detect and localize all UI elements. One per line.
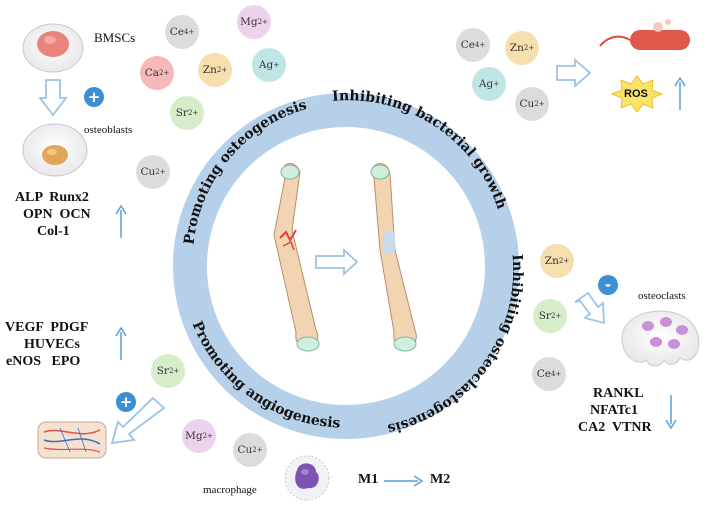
m1-label: M1 [358,472,379,487]
angiogenesis-marker-2: HUVECs [24,337,81,352]
ion-ag-top: Ag+ [252,48,286,82]
antibacterial-arrow [556,58,592,88]
ion-charge: 2+ [523,44,535,52]
ion-charge: 2+ [216,66,228,74]
bmscs-label: BMSCs [94,30,136,45]
ion-symbol: Sr [538,310,551,322]
ion-symbol: Mg [240,16,258,28]
ion-charge: + [273,61,280,69]
ion-charge: 4+ [550,370,562,378]
ion-ag-bact: Ag+ [472,67,506,101]
ion-symbol: Cu [519,98,535,110]
osteoclast-marker-2: NFATc1 [590,403,638,418]
ion-symbol: Cu [140,166,156,178]
ion-symbol: Zn [544,255,559,267]
ion-symbol: Ca [144,67,159,79]
ion-charge: 2+ [257,18,268,26]
ion-symbol: Ag [258,59,274,71]
ion-symbol: Mg [185,430,203,442]
ion-charge: 2+ [158,69,170,77]
angiogenesis-marker-1: VEGF PDGF [5,320,89,335]
ion-symbol: Zn [509,42,524,54]
osteoclast-arrow [574,291,605,325]
osteoclast-marker-3: CA2 VTNR [578,420,652,435]
osteogenesis-marker-3: Col-1 [37,224,70,239]
angiogenesis-arrow [110,396,166,445]
m1-m2-arrow [384,475,424,487]
blood-vessel [37,421,107,459]
ros-burst [610,75,664,113]
osteoblasts-label: osteoblasts [84,124,133,136]
central-ring [173,93,519,439]
ion-charge: 2+ [252,446,263,454]
ion-symbol: Sr [156,365,169,377]
ion-charge: 2+ [550,312,562,320]
bmsc-cell [22,23,84,73]
ion-symbol: Zn [202,64,217,76]
m2-label: M2 [430,472,451,487]
macrophage-label: macrophage [203,484,257,496]
ion-symbol: Cu [237,444,253,456]
healed-bone [370,163,417,352]
ion-charge: 4+ [183,28,195,36]
macrophage-cell [284,455,330,501]
ion-charge: 2+ [155,168,166,176]
osteoclast-marker-1: RANKL [593,386,644,401]
ion-charge: 2+ [534,100,545,108]
osteogenesis-up-arrow [115,204,127,238]
differentiation-arrow [38,79,68,117]
plus-sign-osteogenesis: + [84,87,104,107]
ion-charge: 2+ [202,432,213,440]
ion-symbol: Ce [169,26,184,38]
fractured-bone [273,163,320,352]
ion-charge: 2+ [558,257,570,265]
ion-symbol: Ce [536,368,551,380]
minus-sign-osteoclast: - [598,275,618,295]
osteoblast-cell [22,123,88,177]
osteogenesis-marker-1: ALP Runx2 [15,190,89,205]
angiogenesis-marker-3: eNOS EPO [6,354,81,369]
osteoclast-cell [621,310,700,367]
osteoclasts-label: osteoclasts [638,290,686,302]
bacteria-up-arrow [674,76,686,110]
angiogenesis-up-arrow [115,326,127,360]
ion-charge: 2+ [187,109,199,117]
osteoclast-down-arrow [665,395,677,430]
ion-symbol: Ce [460,39,475,51]
ros-label: ROS [624,88,648,100]
ion-symbol: Sr [175,107,188,119]
plus-sign-angiogenesis: + [116,392,136,412]
bacterium [599,19,690,50]
ion-charge: + [493,80,500,88]
healing-arrow [315,247,359,277]
osteogenesis-marker-2: OPN OCN [23,207,91,222]
ion-charge: 4+ [474,41,486,49]
ion-symbol: Ag [478,78,494,90]
ion-charge: 2+ [168,367,180,375]
